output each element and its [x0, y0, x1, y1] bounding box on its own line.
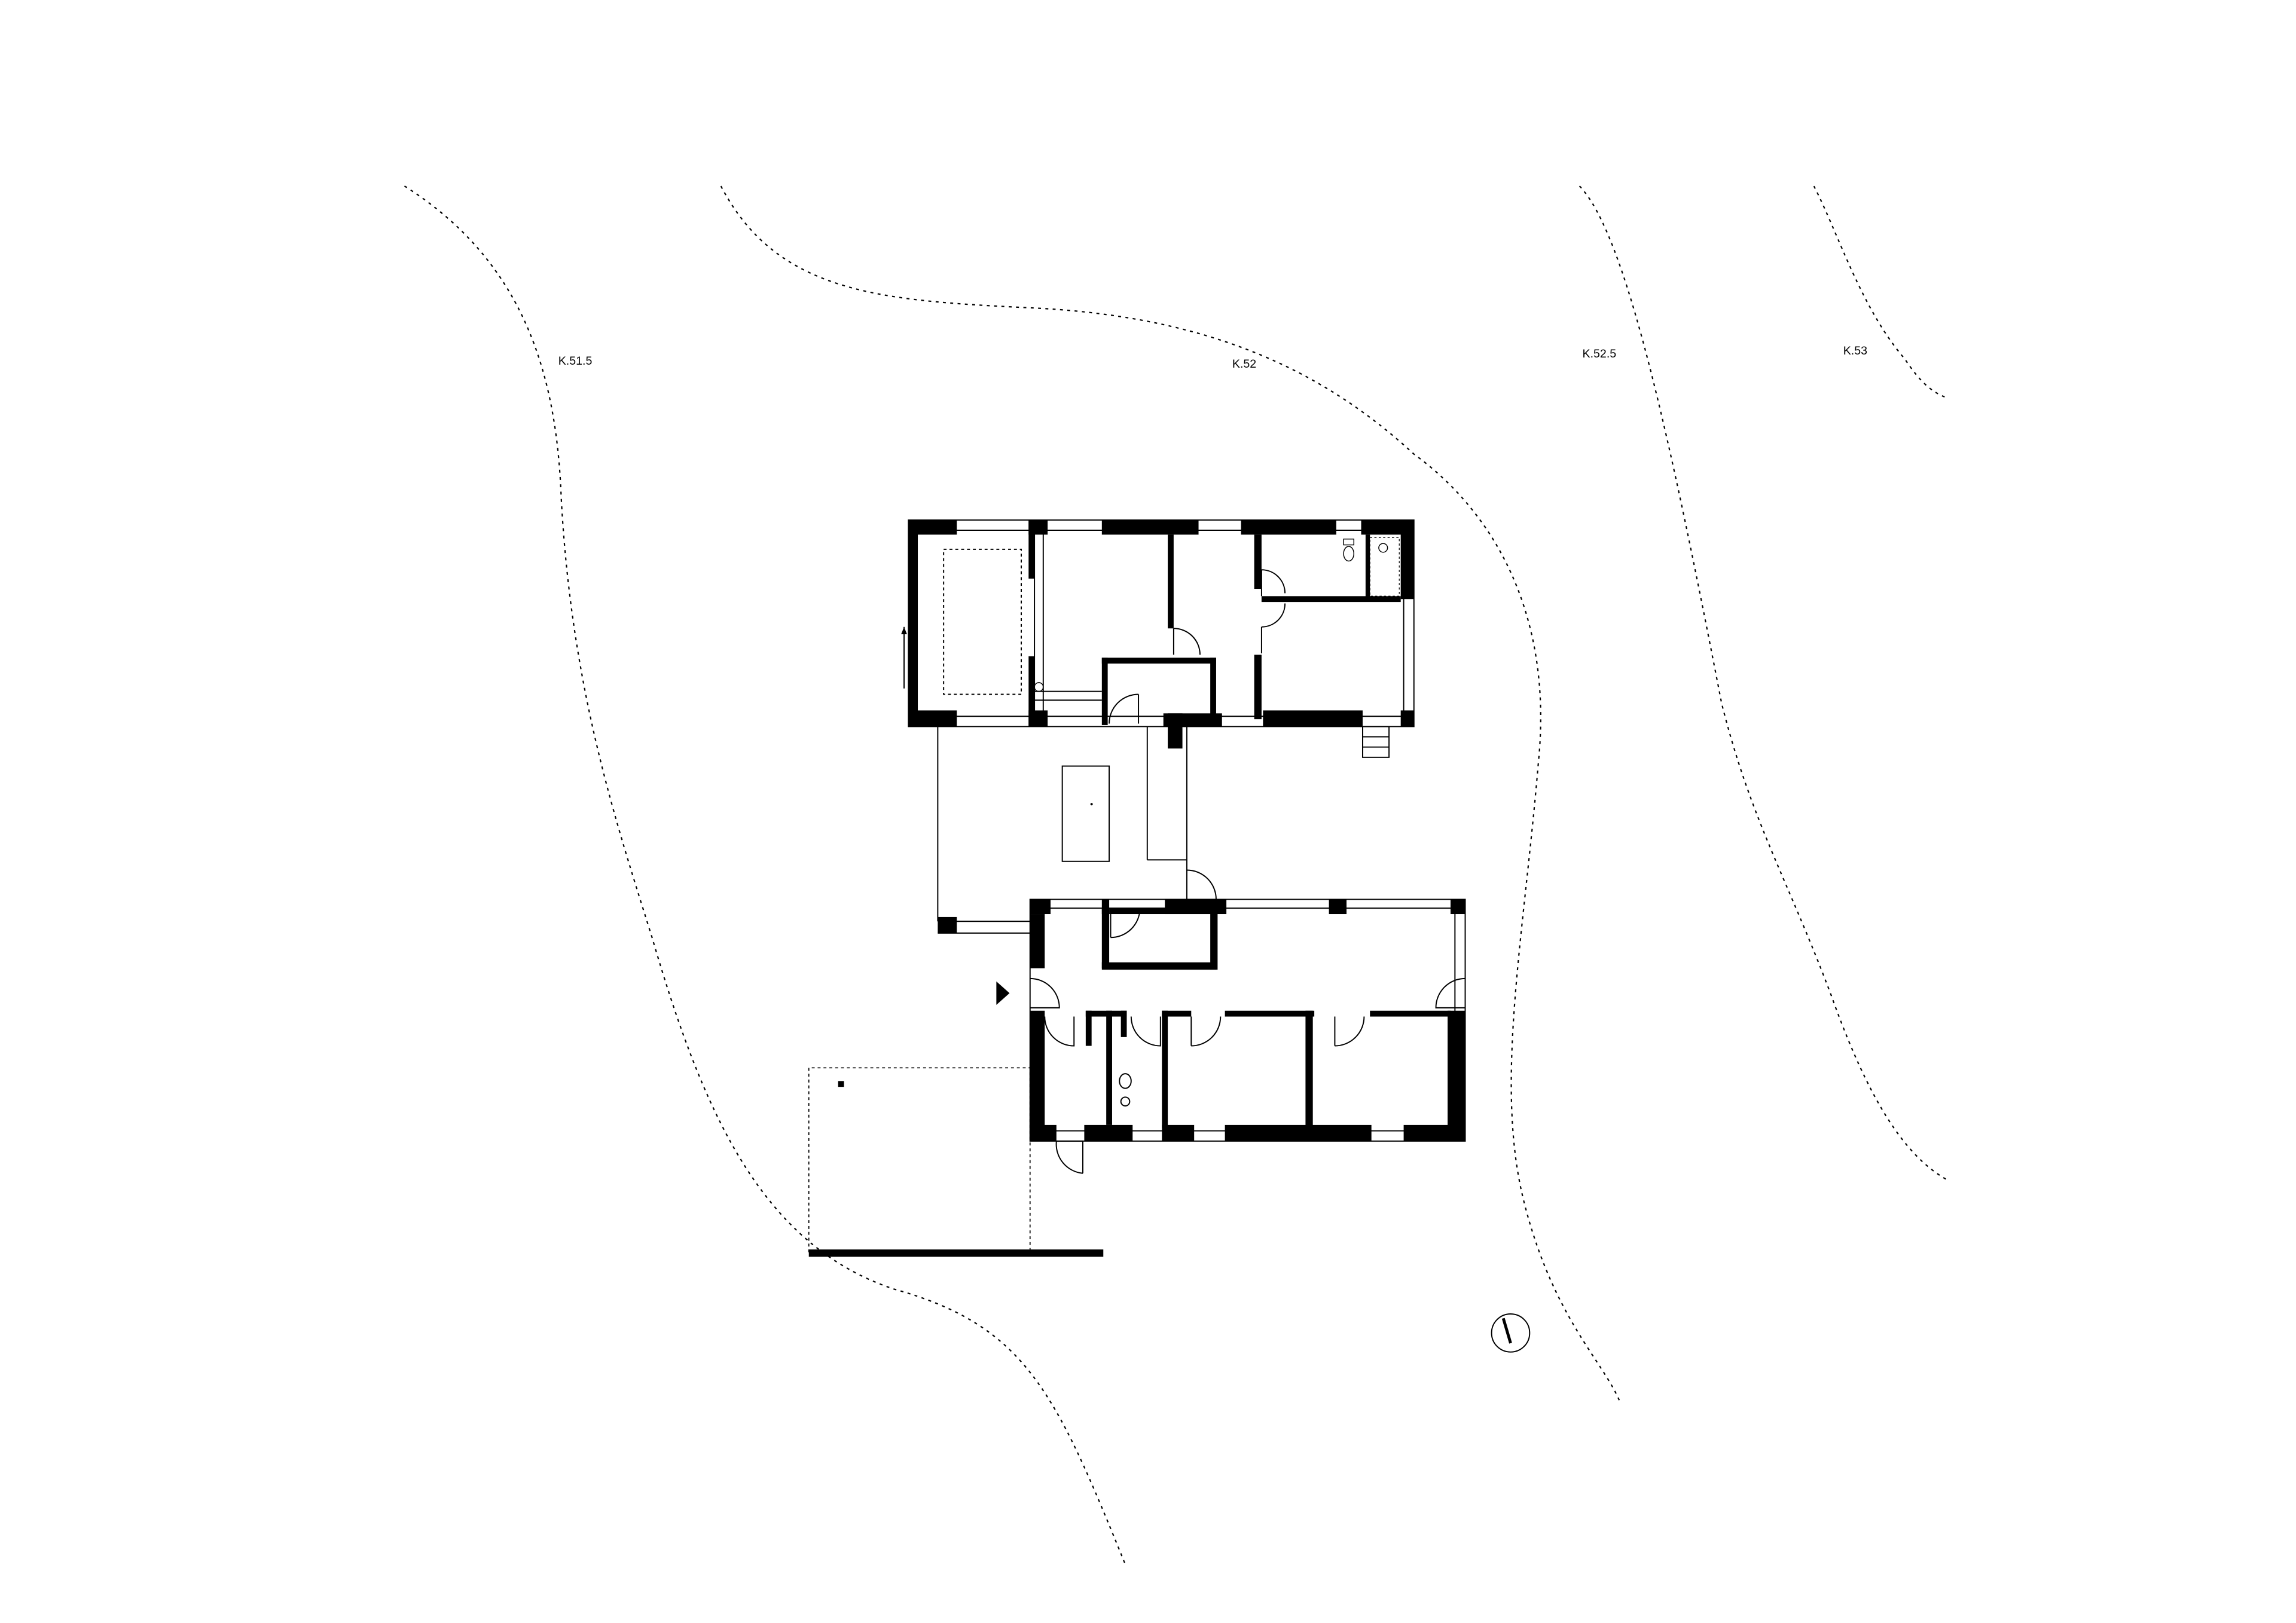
contour-line-51-5 — [404, 185, 1126, 1565]
door-swing — [1030, 977, 1060, 1008]
stair-arrow-icon — [901, 626, 907, 635]
door-swing — [1260, 603, 1286, 653]
contour-label-k52: K.52 — [1232, 357, 1256, 371]
north-wing — [901, 519, 1415, 806]
door-swing — [1190, 1016, 1222, 1047]
contour-label-k53: K.53 — [1843, 344, 1867, 357]
pool-outline — [943, 548, 1022, 695]
terrace-wall — [808, 1249, 1104, 1257]
door-swing — [1334, 1016, 1365, 1047]
contour-lines — [404, 185, 1949, 1565]
south-wing — [938, 898, 1466, 1174]
column-marker — [838, 1081, 844, 1087]
connector-hall — [937, 726, 1217, 922]
shower-icon — [1378, 543, 1388, 553]
dining-table — [1061, 765, 1110, 862]
contour-line-53 — [1813, 185, 1949, 399]
door-swing — [1260, 569, 1286, 597]
contour-line-52 — [720, 185, 1622, 1404]
door-swing — [1435, 977, 1465, 1008]
terrace — [808, 1067, 1104, 1257]
door-swing — [1055, 1140, 1083, 1174]
contour-line-52-5 — [1578, 185, 1949, 1181]
door-swing — [1186, 869, 1217, 900]
entrance-arrow-icon — [996, 981, 1010, 1005]
contour-labels: K.51.5 K.52 K.52.5 K.53 — [558, 344, 1867, 371]
entry-steps — [1361, 726, 1390, 758]
door-swing — [1044, 1016, 1075, 1047]
north-arrow-icon — [1491, 1313, 1531, 1353]
door-swing — [1110, 908, 1141, 939]
sink-icon — [1120, 1096, 1131, 1107]
door-swing — [1130, 1016, 1161, 1047]
toilet-icon — [1119, 1073, 1132, 1089]
door-swing — [1173, 628, 1201, 655]
toilet-icon — [1343, 546, 1355, 562]
door-swing — [1109, 693, 1140, 724]
sink-icon — [1034, 682, 1044, 692]
contour-label-k51-5: K.51.5 — [558, 354, 593, 368]
contour-label-k52-5: K.52.5 — [1583, 347, 1617, 360]
north-wing-outline — [908, 519, 1415, 728]
